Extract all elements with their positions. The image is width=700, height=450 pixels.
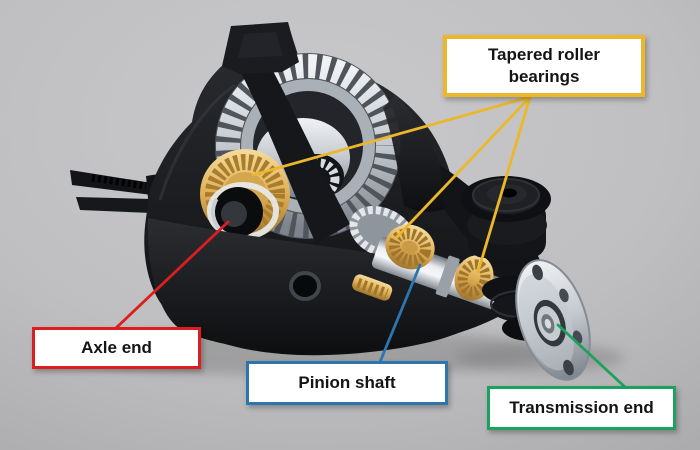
- transmission-flange: [515, 259, 591, 381]
- label-pinion-shaft: Pinion shaft: [246, 361, 448, 405]
- vibration-damper: [461, 176, 551, 258]
- label-transmission-end: Transmission end: [487, 386, 676, 430]
- flange-bolt-hole: [532, 264, 543, 281]
- flange-bolt-hole: [559, 288, 569, 303]
- casting-hole: [289, 271, 321, 301]
- leader-axle-end: [114, 220, 230, 330]
- leader-tapered-bearing-1: [251, 95, 532, 177]
- leader-tapered-bearing-2: [395, 95, 532, 239]
- flange-hub-nut: [544, 318, 552, 329]
- leader-tapered-bearing-3: [476, 95, 532, 274]
- leader-pinion-shaft: [378, 263, 422, 364]
- label-axle-end: Axle end: [32, 327, 201, 369]
- label-tapered-roller-bearings: Tapered roller bearings: [443, 35, 645, 97]
- housing-bottom: [147, 218, 525, 353]
- pinion-lower-cage: [352, 274, 393, 301]
- flange-bolt-hole: [563, 359, 574, 376]
- leader-lines: [114, 95, 627, 389]
- leader-transmission-end: [556, 323, 627, 389]
- housing-strut: [234, 40, 350, 244]
- top-bracket: [222, 22, 299, 74]
- housing-right-rim: [383, 95, 455, 212]
